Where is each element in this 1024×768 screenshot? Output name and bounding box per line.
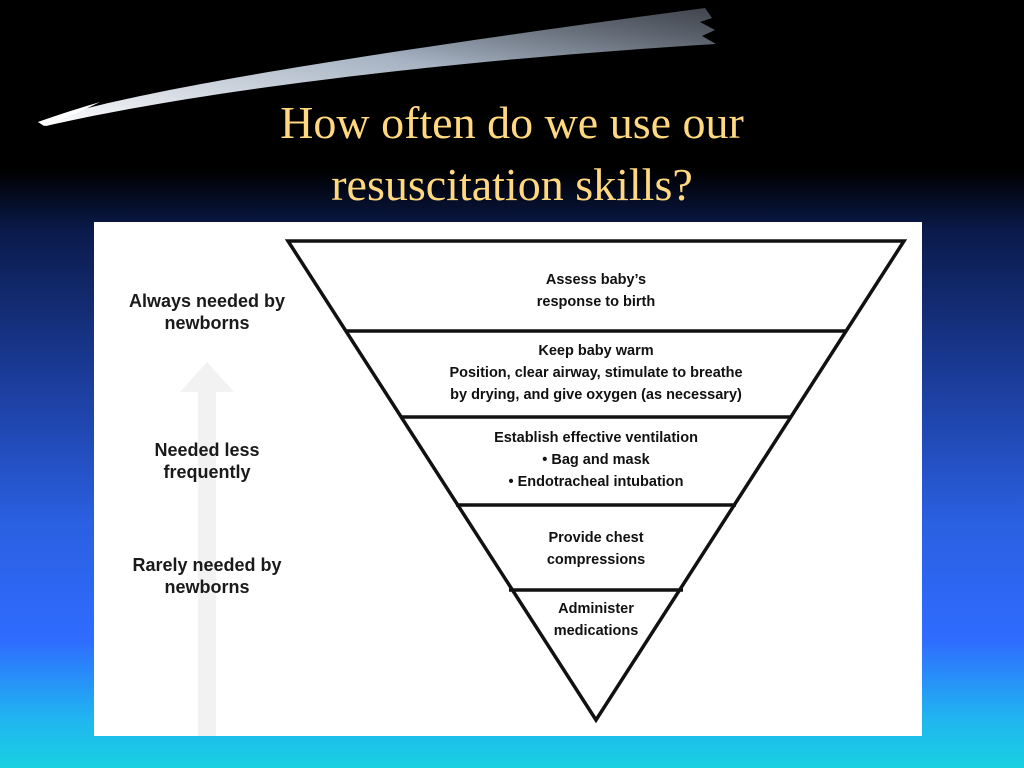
level-3-line-2: • Bag and mask	[542, 452, 650, 468]
side-label-needed-less: Needed less frequently	[97, 439, 317, 483]
side-label-less-line-1: Needed less	[154, 440, 260, 460]
level-4-line-1: Provide chest	[548, 530, 644, 546]
frequency-arrow	[180, 362, 234, 736]
side-label-rarely-line-1: Rarely needed by	[132, 555, 282, 575]
pyramid-figure: Always needed by newborns Needed less fr…	[94, 222, 922, 736]
side-label-rarely-line-2: newborns	[164, 577, 250, 597]
side-label-always-needed: Always needed by newborns	[97, 290, 317, 334]
side-label-rarely-needed: Rarely needed by newborns	[97, 554, 317, 598]
level-5-line-2: medications	[553, 623, 639, 639]
level-5-line-1: Administer	[558, 601, 634, 617]
level-2-line-2: Position, clear airway, stimulate to bre…	[449, 365, 743, 381]
pyramid-outline	[284, 239, 908, 724]
level-3-ventilation: Establish effective ventilation • Bag an…	[451, 427, 741, 493]
slide-title-line-1: How often do we use our	[280, 97, 744, 148]
side-label-always-line-2: newborns	[164, 313, 250, 333]
level-4-line-2: compressions	[546, 552, 646, 568]
side-label-always-line-1: Always needed by	[128, 291, 286, 311]
slide-title: How often do we use our resuscitation sk…	[200, 92, 824, 216]
level-2-line-1: Keep baby warm	[538, 343, 654, 359]
level-5-medications: Administer medications	[526, 598, 666, 642]
level-2-line-3: by drying, and give oxygen (as necessary…	[450, 387, 742, 403]
level-1-line-1: Assess baby’s	[545, 272, 647, 288]
level-3-line-3: • Endotracheal intubation	[508, 474, 684, 490]
slide-title-line-2: resuscitation skills?	[331, 159, 693, 210]
comet-streak-decoration	[38, 8, 716, 126]
side-label-less-line-2: frequently	[163, 462, 251, 482]
level-2-warm-position: Keep baby warm Position, clear airway, s…	[406, 340, 786, 406]
level-1-assess: Assess baby’s response to birth	[486, 269, 706, 313]
inverted-pyramid-diagram	[180, 239, 908, 736]
level-1-line-2: response to birth	[536, 294, 656, 310]
level-4-chest-compressions: Provide chest compressions	[516, 527, 676, 571]
level-3-line-1: Establish effective ventilation	[494, 430, 698, 446]
